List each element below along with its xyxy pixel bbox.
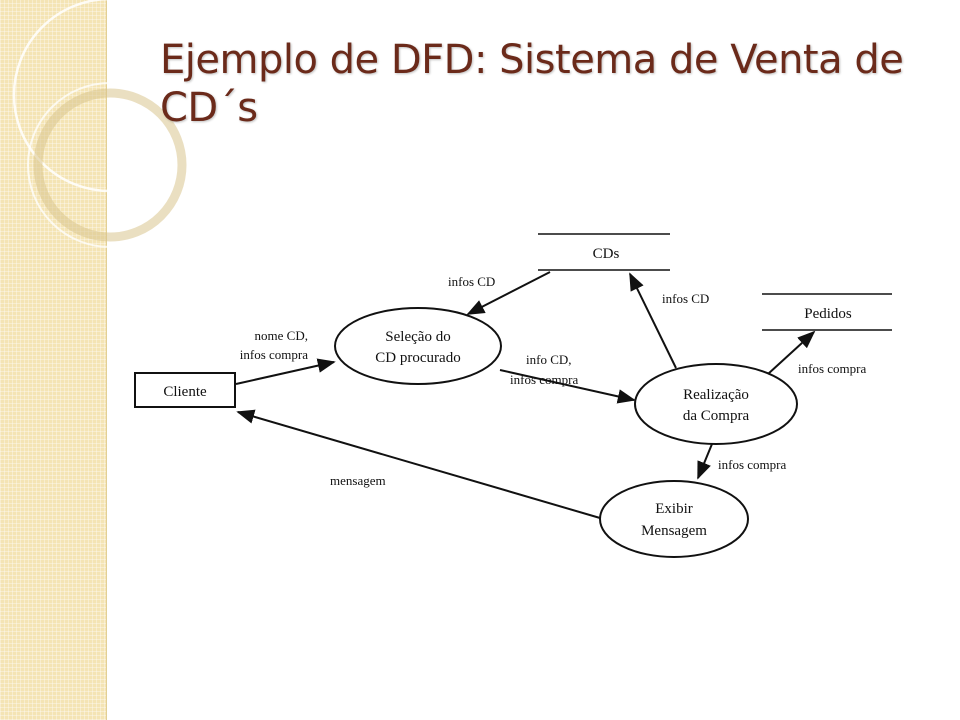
process-exibir-label-line2: Mensagem bbox=[641, 523, 707, 539]
flow-selecao-to-realizacao bbox=[499, 369, 636, 404]
process-realizacao: Realização da Compra bbox=[634, 363, 798, 445]
flow-label-selecao-to-realizacao-line1: info CD, bbox=[526, 352, 572, 367]
data-store-cds: CDs bbox=[538, 233, 670, 271]
flow-exibir-to-cliente bbox=[236, 409, 601, 519]
flow-label-selecao-to-realizacao-line2: infos compra bbox=[510, 372, 578, 387]
data-store-cds-label: CDs bbox=[593, 246, 620, 262]
slide-title: Ejemplo de DFD: Sistema de Venta de CD´s bbox=[160, 37, 904, 131]
process-realizacao-label-line1: Realização bbox=[683, 387, 749, 403]
flow-label-realizacao-to-cds: infos CD bbox=[662, 291, 709, 306]
flow-realizacao-to-pedidos bbox=[767, 330, 816, 375]
flow-realizacao-to-cds bbox=[629, 272, 677, 369]
data-store-pedidos-label: Pedidos bbox=[804, 306, 852, 322]
process-exibir: Exibir Mensagem bbox=[599, 480, 749, 558]
decorative-arcs bbox=[12, 0, 208, 248]
process-selecao: Seleção do CD procurado bbox=[334, 307, 502, 385]
external-entity-cliente: Cliente bbox=[134, 372, 236, 408]
flow-label-cliente-to-selecao-line1: nome CD, bbox=[255, 328, 308, 343]
process-exibir-label-line1: Exibir bbox=[655, 501, 693, 517]
process-selecao-label-line2: CD procurado bbox=[375, 350, 460, 366]
flow-label-cliente-to-selecao-line2: infos compra bbox=[240, 347, 308, 362]
external-entity-cliente-label: Cliente bbox=[163, 384, 207, 400]
flow-label-realizacao-to-pedidos: infos compra bbox=[798, 361, 866, 376]
process-realizacao-label-line2: da Compra bbox=[683, 408, 750, 424]
flow-realizacao-to-exibir bbox=[697, 443, 713, 480]
flow-cds-to-selecao bbox=[466, 271, 551, 315]
process-selecao-label-line1: Seleção do bbox=[385, 329, 450, 345]
flow-cliente-to-selecao bbox=[235, 358, 336, 385]
flow-label-exibir-to-cliente: mensagem bbox=[330, 473, 386, 488]
flow-label-realizacao-to-exibir: infos compra bbox=[718, 457, 786, 472]
data-store-pedidos: Pedidos bbox=[762, 293, 892, 331]
flow-label-cds-to-selecao: infos CD bbox=[448, 274, 495, 289]
